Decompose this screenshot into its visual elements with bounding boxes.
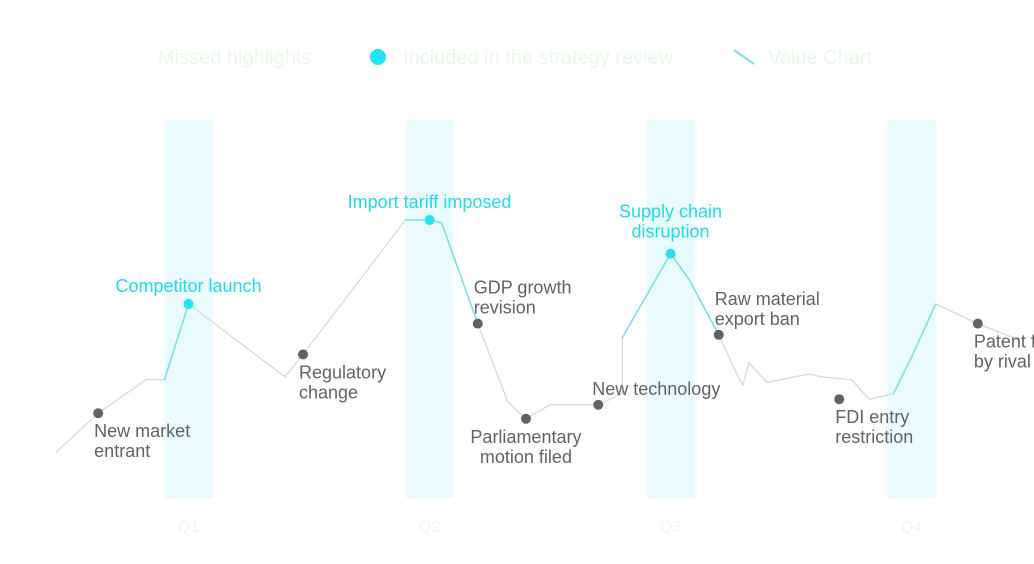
legend: Missed highlights Included in the strateg…	[158, 47, 873, 69]
event-label: New technology	[592, 379, 720, 399]
event-marker	[834, 394, 845, 405]
line-segment	[742, 362, 750, 386]
legend-dot-marker	[370, 49, 386, 65]
event-label: Competitor launch	[116, 276, 262, 296]
event-label-line: change	[299, 382, 358, 402]
line-segment	[935, 303, 979, 325]
legend-line-marker	[733, 49, 755, 65]
quarter-band	[646, 120, 695, 498]
quarter-band	[405, 120, 454, 498]
event-label-line: export ban	[715, 309, 800, 329]
line-segment	[892, 356, 913, 395]
event-label-line: FDI entry	[835, 407, 909, 427]
event-marker	[972, 318, 983, 329]
event-markers	[93, 215, 983, 424]
line-segment	[868, 392, 895, 400]
event-label-line: Regulatory	[299, 362, 386, 382]
event-marker	[424, 215, 435, 225]
event-label-line: Competitor launch	[116, 276, 262, 296]
x-tick-label: Q1	[178, 519, 199, 536]
event-marker	[593, 399, 604, 410]
event-label-line: Import tariff imposed	[348, 192, 512, 212]
quarter-bands	[164, 120, 936, 498]
event-label-line: New market	[94, 421, 190, 441]
value-line	[55, 219, 1021, 454]
event-label-line: disruption	[632, 222, 710, 242]
line-segment	[477, 322, 509, 403]
event-label-line: by rival	[974, 352, 1031, 372]
line-segment	[55, 412, 99, 454]
event-marker	[93, 408, 104, 419]
line-segment	[440, 222, 479, 325]
line-segment	[302, 219, 407, 356]
event-label-line: GDP growth	[474, 278, 572, 298]
line-segment	[820, 376, 852, 381]
line-segment	[736, 373, 744, 386]
line-segment	[163, 303, 190, 381]
line-segment	[850, 378, 871, 400]
event-label-line: Supply chain	[619, 202, 722, 222]
event-label-line: entrant	[94, 441, 150, 461]
event-label-line: New technology	[592, 379, 720, 399]
event-label-line: restriction	[835, 427, 913, 447]
event-label-line: motion filed	[480, 447, 572, 467]
event-label-line: Parliamentary	[470, 427, 581, 447]
quarter-band	[887, 120, 936, 498]
line-segment	[687, 277, 720, 336]
x-tick-label: Q4	[901, 519, 922, 536]
event-label: Patent filingby rival	[974, 332, 1034, 372]
x-axis-ticks: Q1 Q2 Q3 Q4	[178, 519, 922, 536]
line-segment	[808, 373, 822, 378]
event-label: Import tariff imposed	[348, 192, 512, 212]
event-marker	[665, 248, 676, 259]
event-marker	[520, 413, 531, 424]
line-segment	[748, 362, 768, 384]
quarter-band	[164, 120, 213, 498]
event-label-line: revision	[474, 298, 536, 318]
line-segment	[977, 322, 1021, 342]
event-marker	[713, 329, 724, 340]
line-segment	[669, 252, 690, 280]
x-tick-label: Q3	[660, 519, 681, 536]
event-label-line: Patent filing	[974, 332, 1034, 352]
line-segment	[718, 334, 738, 375]
legend-label: Value Chart	[768, 47, 873, 69]
line-segment	[910, 303, 937, 359]
event-label-line: Raw material	[715, 289, 820, 309]
x-tick-label: Q2	[419, 519, 440, 536]
line-segment	[97, 378, 148, 414]
line-segment	[187, 303, 286, 378]
line-segment	[621, 252, 672, 339]
event-marker	[472, 318, 483, 329]
event-marker	[183, 299, 194, 309]
line-segment	[766, 373, 810, 384]
legend-label: Included in the strategy review	[403, 47, 674, 69]
event-marker	[298, 349, 309, 360]
legend-label: Missed highlights	[158, 47, 311, 69]
